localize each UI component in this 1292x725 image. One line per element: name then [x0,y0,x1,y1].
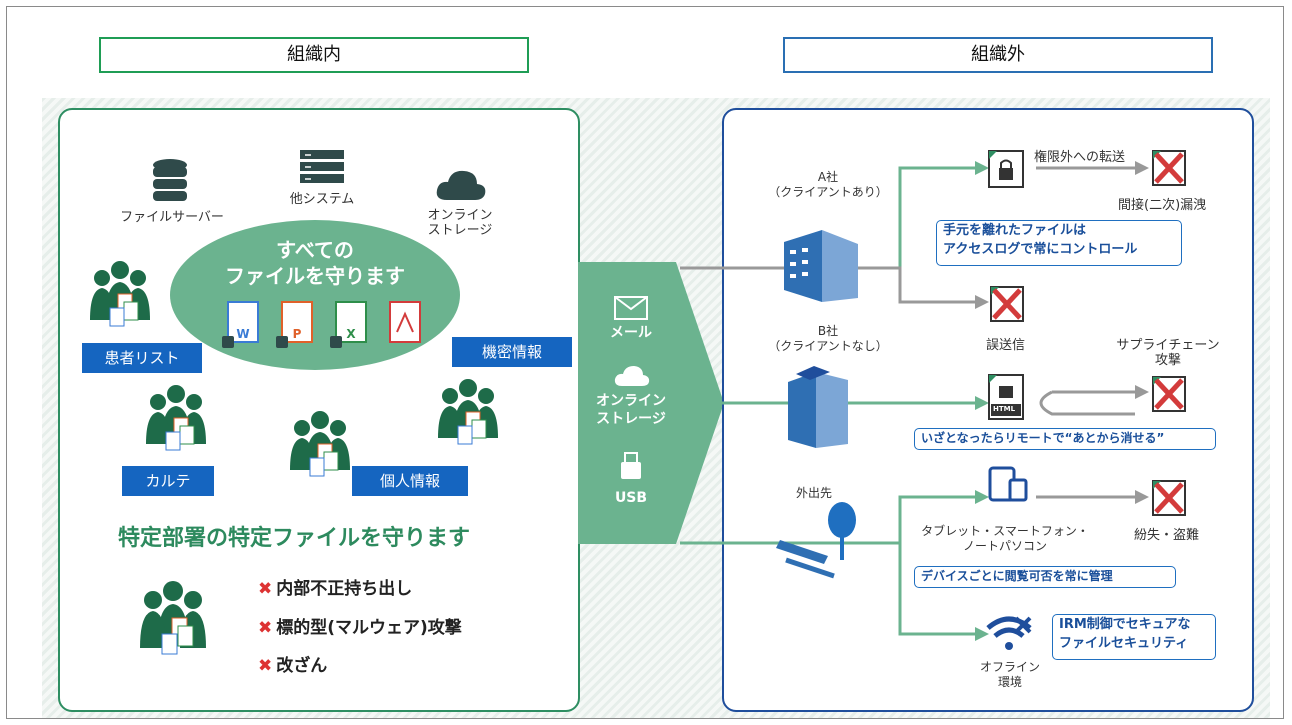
mail-icon [614,296,648,320]
red-x-icon: ✖ [258,579,273,599]
blocked-file-icon [990,286,1024,322]
building-icon [784,230,858,302]
database-icon [153,159,187,201]
building-icon [788,366,848,448]
tag-karte: カルテ [122,466,214,496]
inside-panel [58,108,580,712]
channel-arrow [578,262,724,544]
svg-text:W: W [236,327,249,341]
locked-file-icon [988,150,1024,188]
bench-tree-icon [776,502,856,579]
channel-mail: メール [610,325,652,341]
blocked-file-icon [1152,150,1186,186]
threat-item: ✖内部不正持ち出し [258,579,413,599]
supply-chain-label: サプライチェーン 攻撃 [1116,338,1220,368]
red-x-icon: ✖ [258,618,273,638]
people-group-icon [146,385,206,451]
indirect-leak-label: 間接(二次)漏洩 [1118,198,1207,213]
other-system-label: 他システム [289,192,355,207]
usb-icon [621,452,641,479]
svg-text:P: P [293,327,302,341]
cloud-icon [614,366,650,386]
people-group-icon [290,411,350,477]
red-x-icon: ✖ [258,656,273,676]
misdelivery-label: 誤送信 [986,338,1026,353]
html-label: HTML [993,405,1016,413]
outside-header: 組織外 [783,37,1213,73]
blocked-file-icon [1152,480,1186,516]
tag-confidential: 機密情報 [452,337,572,367]
svg-text:X: X [346,327,356,341]
tag-personal-info: 個人情報 [352,466,468,496]
note-irm: IRM制御でセキュアな ファイルセキュリティ [1052,614,1216,660]
people-group-icon [140,581,206,655]
loss-label: 紛失・盗難 [1134,528,1200,543]
online-storage-label: オンライン ストレージ [427,208,493,238]
company-a-label: A社 （クライアントあり） [768,170,888,199]
note-remote-delete: いざとなったらリモートで“あとから消せる” [914,428,1216,450]
people-group-icon [90,261,150,327]
note-device-control: デバイスごとに閲覧可否を常に管理 [914,566,1176,588]
threat-item: ✖改ざん [258,656,328,676]
away-label: 外出先 [795,486,832,500]
tag-patient-list: 患者リスト [82,343,202,373]
blocked-file-icon [1152,376,1186,412]
forward-label: 権限外への転送 [1034,150,1126,165]
ellipse-title-2: ファイルを守ります [225,264,405,288]
threat-item: ✖標的型(マルウェア)攻撃 [258,618,462,638]
server-rack-icon [300,150,344,183]
people-group-icon [438,379,498,445]
ellipse-title-1: すべての [276,238,354,262]
file-server-label: ファイルサーバー [120,210,224,225]
cloud-icon [436,170,486,200]
inside-header: 組織内 [99,37,529,73]
wifi-off-icon [986,616,1032,650]
all-files-ellipse [170,220,460,370]
company-b-label: B社 （クライアントなし） [768,324,888,353]
devices-label: タブレット・スマートフォン・ ノートパソコン [921,524,1089,553]
channel-online-storage: オンライン ストレージ [596,393,666,427]
html-locked-file-icon [988,374,1024,420]
channel-usb: USB [614,490,648,506]
inside-headline: 特定部署の特定ファイルを守ります [118,526,471,551]
devices-icon [988,466,1028,502]
diagram-frame [6,6,1284,719]
offline-label: オフライン 環境 [979,660,1040,689]
note-access-log: 手元を離れたファイルは アクセスログで常にコントロール [936,220,1182,266]
